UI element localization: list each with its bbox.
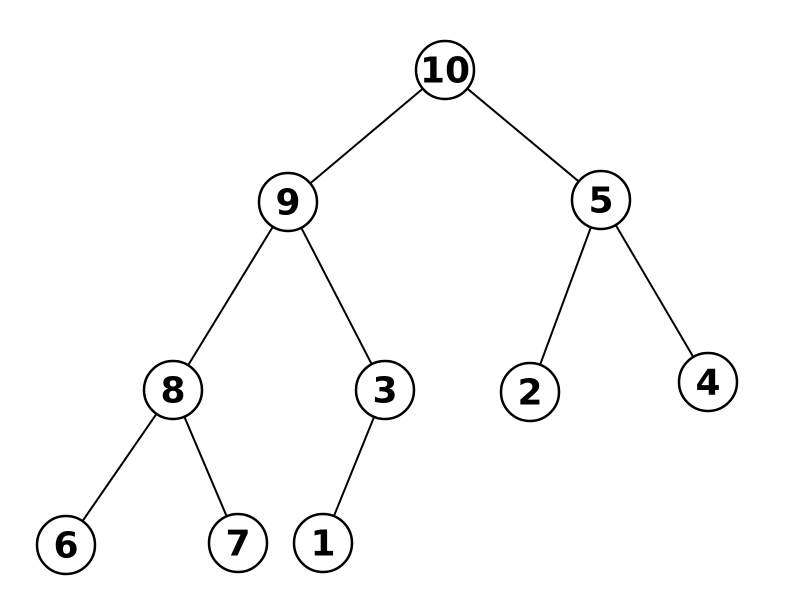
node-label: 4 — [695, 363, 720, 404]
tree-node-2: 2 — [499, 361, 561, 423]
tree-edge — [539, 226, 592, 366]
node-circle — [677, 351, 739, 413]
tree-edge — [183, 416, 228, 517]
tree-node-8: 8 — [142, 359, 204, 421]
node-circle — [142, 359, 204, 421]
tree-edge — [332, 416, 376, 517]
tree-node-6: 6 — [35, 514, 97, 576]
tree-edge — [614, 224, 695, 358]
node-circle — [292, 512, 354, 574]
node-circle — [35, 514, 97, 576]
edges-layer — [81, 87, 695, 522]
tree-edge — [309, 87, 424, 185]
node-label: 9 — [275, 183, 300, 224]
tree-node-7: 7 — [207, 512, 269, 574]
node-label: 10 — [420, 51, 470, 92]
tree-node-9: 9 — [257, 171, 319, 233]
nodes-layer: 10 9 5 8 3 2 4 6 7 1 — [35, 39, 739, 576]
node-label: 8 — [160, 371, 185, 412]
tree-edge — [187, 226, 274, 366]
node-label: 3 — [372, 371, 397, 412]
node-label: 1 — [310, 524, 335, 565]
tree-node-3: 3 — [354, 359, 416, 421]
node-circle — [354, 359, 416, 421]
tree-node-5: 5 — [570, 169, 632, 231]
node-circle — [257, 171, 319, 233]
node-label: 2 — [517, 373, 542, 414]
node-circle — [414, 39, 476, 101]
tree-node-4: 4 — [677, 351, 739, 413]
node-circle — [570, 169, 632, 231]
node-circle — [207, 512, 269, 574]
tree-node-1: 1 — [292, 512, 354, 574]
node-circle — [499, 361, 561, 423]
node-label: 5 — [588, 181, 613, 222]
tree-edge — [300, 227, 373, 365]
tree-edge — [81, 413, 158, 522]
tree-node-10: 10 — [414, 39, 476, 101]
node-label: 6 — [53, 526, 78, 567]
node-label: 7 — [225, 524, 250, 565]
tree-edge — [466, 87, 580, 183]
